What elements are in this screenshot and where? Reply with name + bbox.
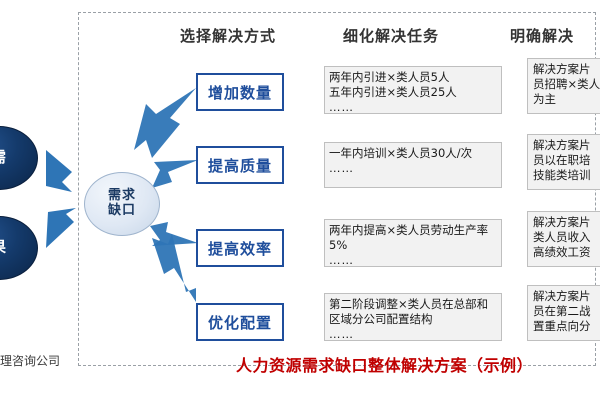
column-heading-clarify: 明确解决 [510,27,575,45]
left-node-result: 果 [0,216,38,280]
task-box-1[interactable]: 两年内引进×类人员5人 五年内引进×类人员25人 …… [324,66,502,114]
center-node-gap: 需求 缺口 [84,172,160,236]
left-node-demand: 需 [0,126,38,190]
clarify-box-3[interactable]: 解决方案片 类人员收入 高绩效工资 [527,211,600,267]
left-node-demand-label: 需 [0,149,7,166]
left-node-result-label: 果 [0,239,7,256]
task-box-1-text: 两年内引进×类人员5人 五年内引进×类人员25人 [329,70,457,99]
diagram-caption: 人力资源需求缺口整体解决方案（示例） [236,356,534,375]
task-box-3-dots: …… [329,252,354,267]
task-box-2[interactable]: 一年内培训×类人员30人/次 …… [324,142,502,188]
task-box-1-dots: …… [329,99,354,114]
column-heading-select: 选择解决方式 [180,27,277,45]
solution-box-4[interactable]: 优化配置 [196,303,284,341]
arrow-left-bottom [46,208,76,248]
solution-box-1[interactable]: 增加数量 [196,73,284,111]
clarify-box-1[interactable]: 解决方案片 员招聘×类人 为主 [527,58,600,114]
task-box-4-text: 第二阶段调整×类人员在总部和区域分公司配置结构 [329,297,489,326]
task-box-3-text: 两年内提高×类人员劳动生产率5% [329,223,489,252]
clarify-box-1-text: 解决方案片 员招聘×类人 为主 [533,62,600,106]
task-box-2-text: 一年内培训×类人员30人/次 [329,146,473,160]
solution-box-2[interactable]: 提高质量 [196,146,284,184]
footer-company-label: 理咨询公司 [0,354,61,368]
task-box-2-dots: …… [329,160,354,175]
clarify-box-4-text: 解决方案片 员在第二战 置重点向分 [533,289,591,333]
clarify-box-2[interactable]: 解决方案片 员以在职培 技能类培训 [527,134,600,190]
clarify-box-2-text: 解决方案片 员以在职培 技能类培训 [533,138,591,182]
task-box-3[interactable]: 两年内提高×类人员劳动生产率5% …… [324,219,502,267]
arrow-left-top [46,150,72,192]
task-box-4-dots: …… [329,326,354,341]
center-node-line2: 缺口 [107,203,136,218]
center-node-line1: 需求 [107,188,136,204]
solution-box-3[interactable]: 提高效率 [196,229,284,267]
clarify-box-3-text: 解决方案片 类人员收入 高绩效工资 [533,215,591,259]
column-heading-detail: 细化解决任务 [343,27,440,45]
task-box-4[interactable]: 第二阶段调整×类人员在总部和区域分公司配置结构 …… [324,293,502,341]
clarify-box-4[interactable]: 解决方案片 员在第二战 置重点向分 [527,285,600,341]
